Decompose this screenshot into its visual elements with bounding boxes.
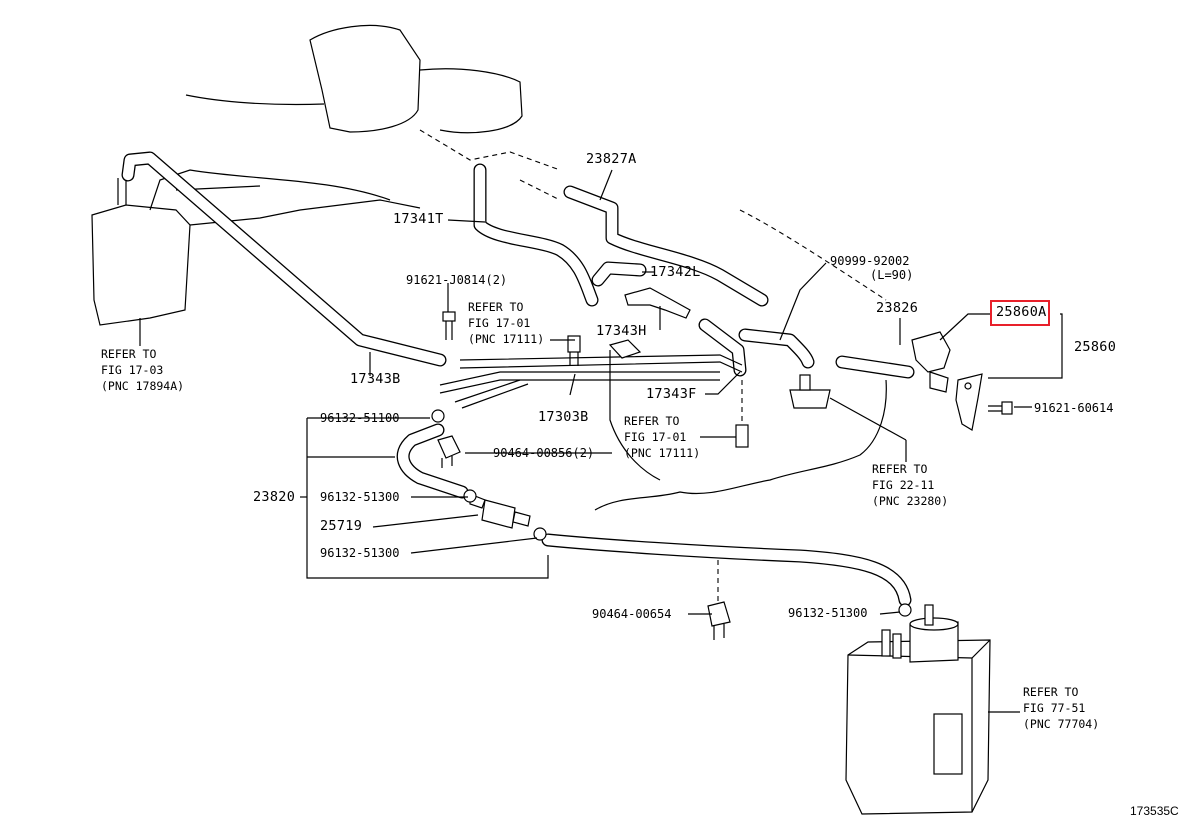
label-25719[interactable]: 25719	[320, 518, 363, 534]
label-96132-51100[interactable]: 96132-51100	[320, 411, 400, 425]
hose-90999	[738, 328, 815, 369]
ref-line: (PNC 77704)	[1023, 717, 1100, 731]
label-96132-51300-upper[interactable]: 96132-51300	[320, 490, 400, 504]
ref-line: (PNC 17111)	[624, 446, 701, 460]
engine-boundary	[594, 209, 887, 511]
label-25860[interactable]: 25860	[1074, 339, 1117, 355]
ref-fig-17-03[interactable]: REFER TO FIG 17-03 (PNC 17894A)	[101, 346, 184, 394]
hose-17343b	[121, 151, 447, 367]
ref-line: (PNC 17894A)	[101, 379, 185, 393]
ref-line: REFER TO	[624, 414, 680, 428]
ref-line: REFER TO	[101, 347, 157, 361]
label-17343h[interactable]: 17343H	[596, 323, 647, 339]
surge-tank	[91, 169, 421, 326]
ref-line: FIG 17-01	[468, 316, 531, 330]
ref-line: (PNC 23280)	[872, 494, 949, 508]
label-90464-00654[interactable]: 90464-00654	[592, 607, 672, 621]
label-96132-51300-lower[interactable]: 96132-51300	[320, 546, 400, 560]
ref-line: FIG 77-51	[1023, 701, 1086, 715]
vsv-25860a	[911, 331, 951, 393]
label-90999-92002[interactable]: 90999-92002	[830, 254, 910, 268]
label-17303b[interactable]: 17303B	[538, 409, 589, 425]
hose-23827a	[563, 185, 769, 307]
valve-23280	[789, 374, 831, 409]
label-25860a[interactable]: 25860A	[996, 304, 1047, 320]
label-91621-j0814[interactable]: 91621-J0814(2)	[406, 273, 508, 287]
ref-line: FIG 17-03	[101, 363, 164, 377]
hose-23820	[396, 423, 912, 607]
figure-id: 173535C	[1130, 804, 1179, 818]
ref-line: FIG 17-01	[624, 430, 687, 444]
ref-fig-17-01-mid[interactable]: REFER TO FIG 17-01 (PNC 17111)	[624, 413, 700, 461]
charcoal-canister	[845, 604, 991, 815]
label-17341t[interactable]: 17341T	[393, 211, 444, 227]
ref-line: REFER TO	[1023, 685, 1079, 699]
bracket-25860	[955, 373, 983, 431]
label-17343f[interactable]: 17343F	[646, 386, 697, 402]
clamps	[431, 409, 912, 617]
label-23820[interactable]: 23820	[253, 489, 296, 505]
filter-25719	[469, 493, 531, 529]
label-90464-00856[interactable]: 90464-00856(2)	[493, 446, 595, 460]
connector-17343h	[624, 287, 691, 319]
air-cleaner-outline	[185, 24, 561, 201]
bolt-91621-j0814	[442, 311, 456, 340]
ref-line: REFER TO	[468, 300, 524, 314]
pipe-17303b	[439, 339, 743, 409]
ref-line: (PNC 17111)	[468, 332, 545, 346]
label-91621-60614[interactable]: 91621-60614	[1034, 401, 1114, 415]
ref-line: FIG 22-11	[872, 478, 935, 492]
ref-line: REFER TO	[872, 462, 928, 476]
clip-90464-00856	[437, 435, 461, 468]
hose-23826	[835, 355, 915, 379]
joint-17111-mid	[735, 380, 749, 448]
highlight-box-25860a	[990, 300, 1050, 326]
label-17343b[interactable]: 17343B	[350, 371, 401, 387]
ref-fig-77-51[interactable]: REFER TO FIG 77-51 (PNC 77704)	[1023, 684, 1099, 732]
label-90999-length: (L=90)	[870, 268, 914, 282]
hose-17342l	[591, 261, 647, 287]
ref-fig-22-11[interactable]: REFER TO FIG 22-11 (PNC 23280)	[872, 461, 948, 509]
ref-fig-17-01-top[interactable]: REFER TO FIG 17-01 (PNC 17111)	[468, 299, 544, 347]
label-96132-51300-canister[interactable]: 96132-51300	[788, 606, 868, 620]
hose-17341t	[473, 163, 599, 307]
clip-90464-00654	[707, 560, 731, 640]
label-23826[interactable]: 23826	[876, 300, 919, 316]
label-17342l[interactable]: 17342L	[650, 264, 701, 280]
leader-lines	[139, 169, 1063, 713]
bolt-91621-60614	[988, 401, 1013, 415]
label-23827a[interactable]: 23827A	[586, 151, 637, 167]
